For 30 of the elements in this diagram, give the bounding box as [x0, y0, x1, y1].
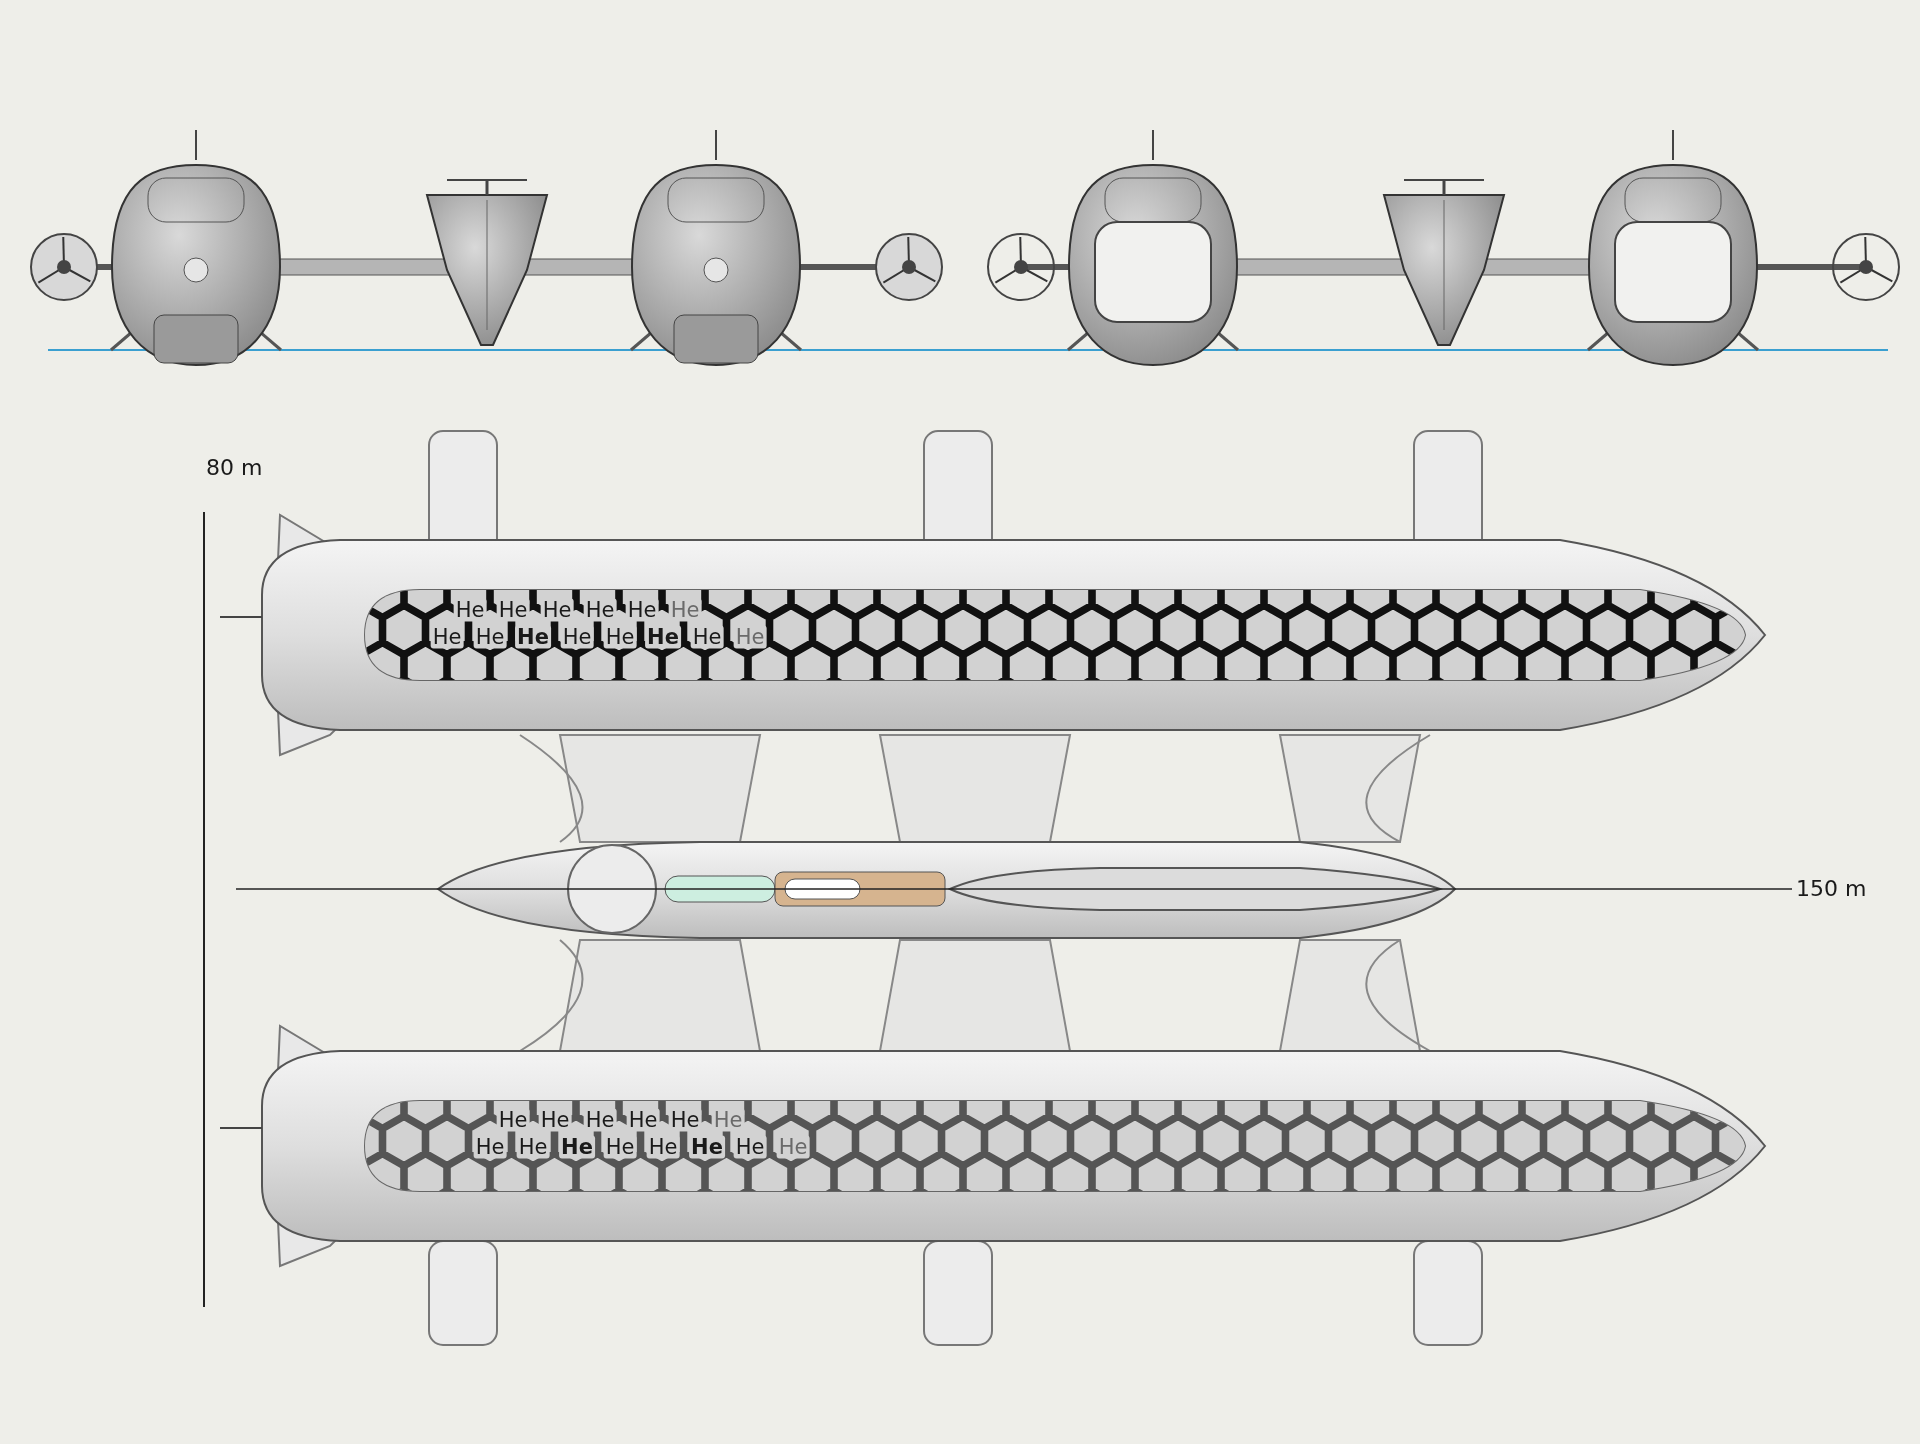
- gas-cell-label: He: [583, 1108, 617, 1132]
- gas-cell-label: He: [583, 598, 617, 622]
- gas-cell-label: He: [538, 1108, 572, 1132]
- gas-cell-label: He: [690, 625, 724, 649]
- gas-cell-label: He: [430, 625, 464, 649]
- gas-cell-label: He: [668, 1108, 702, 1132]
- gas-cell-label: He: [473, 625, 507, 649]
- gas-cell-label: He: [515, 625, 551, 649]
- gas-cell-label: He: [540, 598, 574, 622]
- gas-cell-label: He: [776, 1135, 810, 1159]
- gas-cell-label: He: [560, 625, 594, 649]
- gas-cell-label: He: [516, 1135, 550, 1159]
- dimension-label: 80 m: [206, 457, 263, 479]
- gas-cell-label: He: [733, 1135, 767, 1159]
- gas-cell-label: He: [668, 598, 702, 622]
- gas-cell-label: He: [496, 1108, 530, 1132]
- gas-cell-label: He: [603, 625, 637, 649]
- dimension-label: 150 m: [1796, 878, 1867, 900]
- gas-cell-label: He: [626, 1108, 660, 1132]
- gas-cell-label: He: [711, 1108, 745, 1132]
- gas-cell-label: He: [645, 625, 681, 649]
- gas-cell-label: He: [473, 1135, 507, 1159]
- gas-cell-label: He: [689, 1135, 725, 1159]
- gas-cell-label: He: [625, 598, 659, 622]
- gas-cell-label: He: [646, 1135, 680, 1159]
- gas-cell-label: He: [496, 598, 530, 622]
- gas-cell-label: He: [733, 625, 767, 649]
- gas-cell-label: He: [603, 1135, 637, 1159]
- gas-cell-label: He: [559, 1135, 595, 1159]
- gas-cell-label: He: [453, 598, 487, 622]
